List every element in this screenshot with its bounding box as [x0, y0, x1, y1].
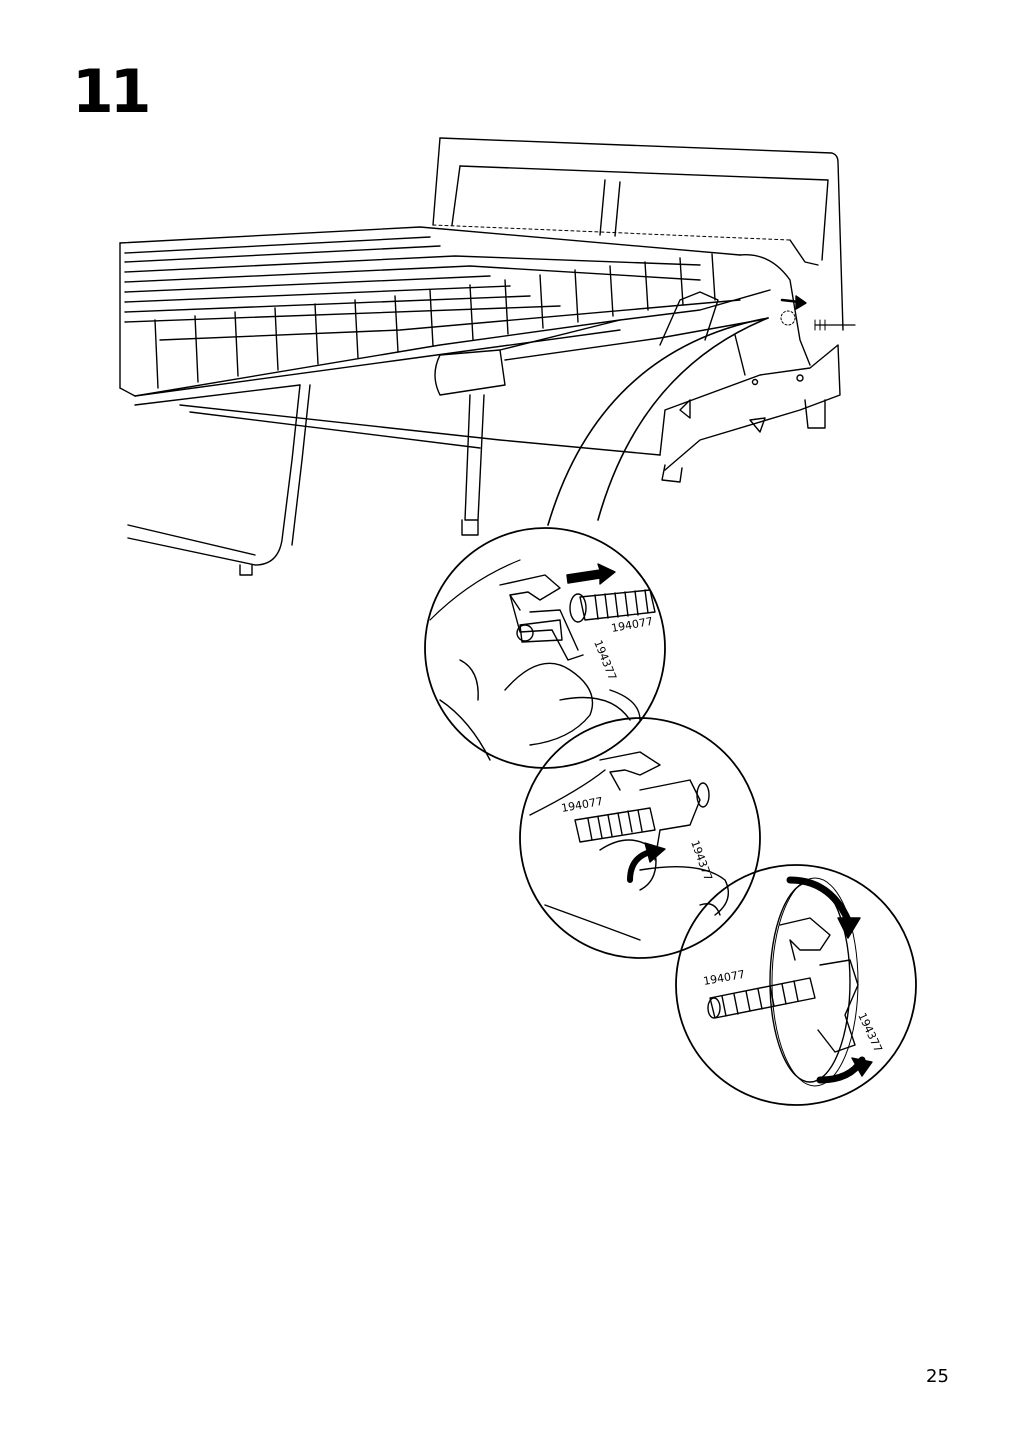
detail-3-part-b-label: 194377 [855, 1011, 885, 1055]
detail-1-part-b-label: 194377 [591, 638, 619, 682]
detail-2-part-a-label: 194077 [560, 795, 604, 815]
detail-circle-1 [424, 527, 666, 769]
step-number: 11 [72, 57, 151, 127]
detail-1-part-a-label: 194077 [610, 615, 654, 635]
page-number: 25 [926, 1366, 949, 1387]
detail-circle-2 [519, 717, 761, 959]
rotate-arrow-top-icon [837, 917, 861, 939]
backrest [432, 137, 844, 331]
detail-2-part-b-label: 194377 [688, 839, 715, 883]
frame [127, 289, 841, 576]
sofa-bed-drawing [119, 137, 856, 576]
rotate-arrow-icon [644, 842, 666, 863]
mattress [119, 226, 811, 397]
push-arrow-icon [566, 563, 616, 585]
rotate-arrow-bottom-icon [851, 1057, 873, 1077]
detail-3-part-a-label: 194077 [702, 968, 746, 988]
